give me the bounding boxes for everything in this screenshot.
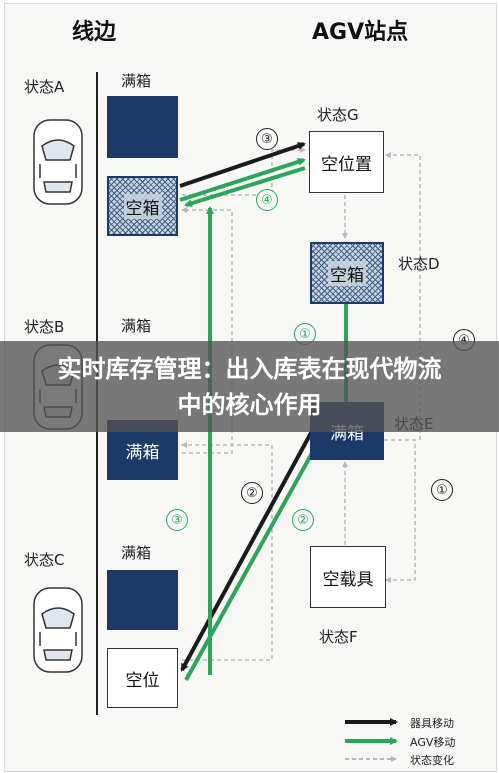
state-d-label: 状态D xyxy=(398,255,440,273)
agv-empty-box-label: 空箱 xyxy=(328,260,366,286)
legend-agv-move: AGV移动 xyxy=(410,736,456,749)
car-icon-c xyxy=(33,587,83,673)
car-icon-a xyxy=(33,119,83,205)
agv-empty-position-label: 空位置 xyxy=(321,154,372,175)
full-box-a xyxy=(107,96,178,158)
title-banner: 实时库存管理：出入库表在现代物流中的核心作用 xyxy=(0,341,499,432)
state-change-c-to-b xyxy=(181,442,273,661)
carrier-move-e-to-c xyxy=(180,419,320,672)
agv-move-a-to-g xyxy=(179,158,306,202)
empty-box-a-label: 空箱 xyxy=(123,193,162,219)
agv-empty-carrier-label: 空载具 xyxy=(322,569,374,590)
agv-empty-box: 空箱 xyxy=(310,242,384,304)
agv-empty-carrier: 空载具 xyxy=(310,546,386,608)
banner-title: 实时库存管理：出入库表在现代物流中的核心作用 xyxy=(57,354,442,419)
agv-empty-position: 空位置 xyxy=(309,131,384,193)
full-box-c xyxy=(107,570,178,630)
state-c-label: 状态C xyxy=(24,551,65,569)
empty-slot-c: 空位 xyxy=(107,648,178,708)
full-box-label-a: 满箱 xyxy=(121,72,152,90)
header-line-side: 线边 xyxy=(72,20,117,45)
state-b-label: 状态B xyxy=(24,318,65,336)
header-agv-station: AGV站点 xyxy=(312,20,409,45)
step-marker-carrier-a-to-g: ③ xyxy=(256,128,278,150)
step-marker-state-e-to-f: ① xyxy=(431,479,453,501)
step-marker-agv-c-to-a: ③ xyxy=(166,509,188,531)
empty-box-a: 空箱 xyxy=(107,176,178,236)
legend-state-change: 状态变化 xyxy=(410,754,454,767)
legend-carrier-move: 器具移动 xyxy=(410,717,454,730)
step-marker-agv-c-to-e: ② xyxy=(292,509,314,531)
full-box-label-c: 满箱 xyxy=(121,544,152,562)
carrier-move-a-to-g xyxy=(179,142,306,188)
agv-move-c-to-e xyxy=(184,426,328,681)
state-f-label: 状态F xyxy=(319,628,358,646)
full-box-b-label: 满箱 xyxy=(125,442,160,463)
empty-slot-c-label: 空位 xyxy=(125,670,160,691)
state-change-e-to-f-loop xyxy=(384,439,416,583)
state-a-label: 状态A xyxy=(24,78,65,96)
full-box-label-b: 满箱 xyxy=(121,317,152,335)
step-marker-carrier-e-to-c: ② xyxy=(241,482,263,504)
state-change-a-to-g xyxy=(182,147,306,196)
agv-move-g-to-a xyxy=(184,166,306,208)
state-g-label: 状态G xyxy=(317,106,359,124)
step-marker-agv-g-to-a: ④ xyxy=(256,189,278,211)
